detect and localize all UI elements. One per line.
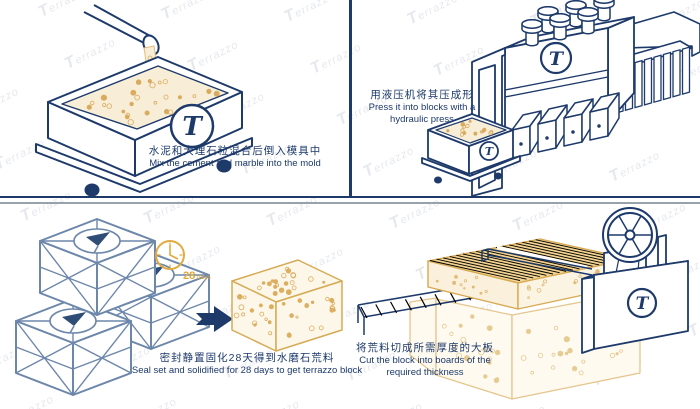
terrazzo-block [231,259,343,352]
step-2-caption-en: Press it into blocks with a hydraulic pr… [368,102,476,125]
terrazzo-mix-dots [86,79,220,126]
t-logo-small: T [479,141,499,161]
press-mold-box [421,113,521,184]
step-4-caption-en: Cut the block into boards of the require… [359,355,491,378]
clock-number: 28 [183,270,195,282]
svg-text:T: T [182,112,203,142]
block-dots-right [281,296,336,338]
step-1-mix-panel: T 水泥和大理石粒混合后倒入模具中 Mix the cement and mar… [0,0,350,197]
step-3-caption-zh: 密封静置固化28天得到水磨石荒料 [159,352,335,364]
t-logo: T [626,287,658,319]
mold-box [35,56,253,197]
clock-unit: days [197,274,211,281]
step-2-press-panel: T T [350,0,700,197]
step-1-caption-zh: 水泥和大理石粒混合后倒入模具中 [148,145,322,157]
vertical-divider [349,0,352,197]
step-3-caption: 密封静置固化28天得到水磨石荒料 Seal set and solidified… [122,352,372,377]
t-logo: T [169,103,215,149]
arrow-right-icon [196,306,233,332]
horizontal-divider-gray [0,202,700,204]
step-2-caption: 用液压机将其压成形 Press it into blocks with a hy… [357,89,487,126]
block-dots-left [233,294,274,336]
curing-illustration: 28 days [15,218,343,396]
svg-text:T: T [549,48,565,70]
mold-pouring-illustration: T [35,4,253,197]
cutting-wheel [602,207,658,263]
step-3-caption-en: Seal set and solidified for 28 days to g… [131,365,363,377]
raw-block-dots-left [441,314,501,384]
step-4-caption-zh: 将荒料切成所需厚度的大板 [356,342,494,354]
hydraulic-press-illustration: T T [421,0,700,197]
step-2-caption-zh: 用液压机将其压成形 [370,89,474,101]
step-4-cut-panel: T 将荒料切成所需厚度的大板 Cut the block into boards… [350,203,700,409]
cutting-illustration: T [357,207,689,400]
block-dots-top [257,266,326,297]
saw-beam [481,248,593,276]
svg-text:T: T [636,294,650,314]
horizontal-divider-dark [0,196,700,198]
svg-text:T: T [485,145,494,158]
clock-icon [155,240,185,270]
step-1-caption-en: Mix the cement and marble into the mold [149,158,321,170]
step-3-cure-panel: 28 days 密封静置固化28天得到水磨石荒料 Seal set and so… [0,203,362,409]
step-4-caption: 将荒料切成所需厚度的大板 Cut the block into boards o… [355,342,495,379]
press-mold-dots [446,119,494,137]
step-1-caption: 水泥和大理石粒混合后倒入模具中 Mix the cement and marbl… [115,145,355,170]
t-logo: T [539,41,573,75]
slab-dots-left [435,275,488,295]
